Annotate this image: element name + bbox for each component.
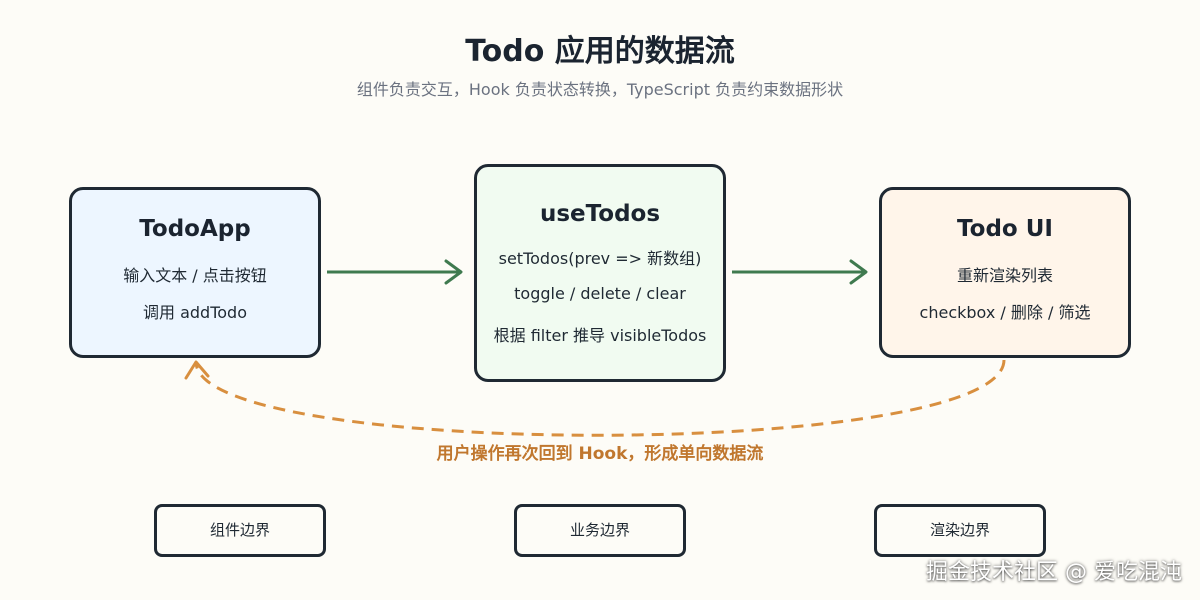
- node-todoapp-line: 调用 addTodo: [143, 303, 247, 322]
- feedback-loop-label: 用户操作再次回到 Hook，形成单向数据流: [436, 444, 764, 464]
- diagram-title: Todo 应用的数据流: [465, 34, 735, 69]
- boundary-business: 业务边界: [514, 504, 686, 557]
- feedback-loop-arrowhead: [184, 360, 210, 380]
- node-todoapp-title: TodoApp: [139, 216, 251, 242]
- node-todo-ui-line: checkbox / 删除 / 筛选: [919, 303, 1091, 322]
- arrowhead-app-to-hook: [444, 259, 463, 285]
- node-usetodos-line: setTodos(prev => 新数组): [498, 249, 702, 268]
- arrowhead-hook-to-ui: [849, 259, 868, 285]
- node-usetodos-line: toggle / delete / clear: [514, 284, 686, 303]
- node-usetodos: useTodos setTodos(prev => 新数组) toggle / …: [474, 164, 726, 382]
- node-todo-ui-line: 重新渲染列表: [956, 266, 1053, 285]
- diagram-subtitle: 组件负责交互，Hook 负责状态转换，TypeScript 负责约束数据形状: [356, 80, 844, 99]
- node-todo-ui: Todo UI 重新渲染列表 checkbox / 删除 / 筛选: [879, 187, 1131, 358]
- node-todoapp-line: 输入文本 / 点击按钮: [123, 266, 267, 285]
- boundary-render: 渲染边界: [874, 504, 1046, 557]
- feedback-loop-curve: [194, 359, 1006, 437]
- node-todoapp: TodoApp 输入文本 / 点击按钮 调用 addTodo: [69, 187, 321, 358]
- node-todo-ui-title: Todo UI: [957, 216, 1053, 242]
- boundary-component: 组件边界: [154, 504, 326, 557]
- node-usetodos-line: 根据 filter 推导 visibleTodos: [493, 326, 707, 345]
- node-usetodos-title: useTodos: [539, 201, 661, 227]
- watermark: 掘金技术社区 @ 爱吃混沌: [926, 560, 1182, 585]
